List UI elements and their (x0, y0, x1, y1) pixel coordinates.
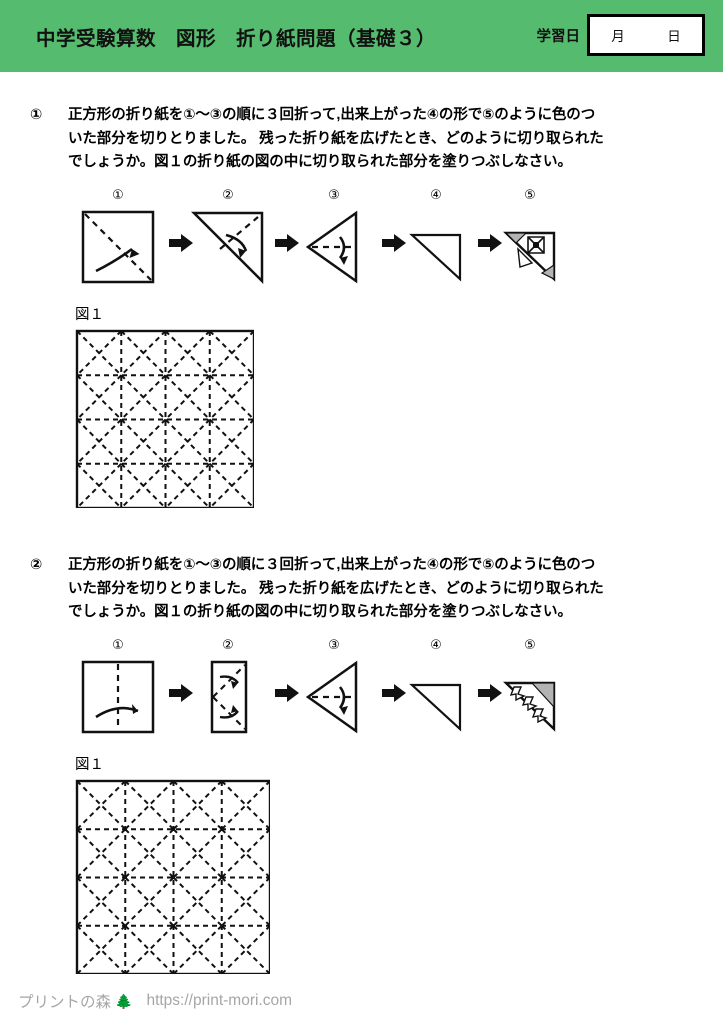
problem-2-step-4: ④ (388, 637, 484, 739)
problem-1-text-line-3: でしょうか。図１の折り紙の図の中に切り取られた部分を塗りつぶしなさい。 (68, 154, 572, 170)
problem-1-step-1: ① (70, 187, 166, 289)
problem-2-statement: ② 正方形の折り紙を①〜③の順に３回折って,出来上がった④の形で⑤のように色のつ… (0, 554, 723, 625)
site-url: https://print-mori.com (146, 992, 293, 1009)
problem-2-fold-sequence: ① ② (0, 637, 723, 745)
month-label: 月 (611, 29, 625, 44)
left-triangle-fold-icon (286, 205, 382, 289)
left-triangle-fold-icon (286, 655, 382, 739)
problem-2-figure-label: 図１ (75, 756, 104, 773)
problem-2: ② 正方形の折り紙を①〜③の順に３回折って,出来上がった④の形で⑤のように色のつ… (0, 554, 723, 974)
problem-2-step-1-label: ① (112, 636, 124, 652)
problem-1-step-5-label: ⑤ (524, 186, 536, 202)
shaded-triangle-b-icon (482, 655, 578, 739)
problem-2-step-1: ① (70, 637, 166, 739)
problem-2-step-5-label: ⑤ (524, 636, 536, 652)
date-input-box[interactable]: 月 日 (587, 14, 705, 56)
study-date-group: 学習日 月 日 (536, 14, 705, 56)
problem-1-arrow-3 (381, 229, 407, 257)
problem-2-text: 正方形の折り紙を①〜③の順に３回折って,出来上がった④の形で⑤のように色のつ い… (68, 554, 604, 625)
problem-2-text-line-1: 正方形の折り紙を①〜③の順に３回折って,出来上がった④の形で⑤のように色のつ (68, 557, 596, 573)
problem-1-statement: ① 正方形の折り紙を①〜③の順に３回折って,出来上がった④の形で⑤のように色のつ… (0, 104, 723, 175)
problem-2-arrow-1 (168, 679, 194, 707)
problem-2-figure: 図１ (0, 755, 723, 974)
problem-1-text-line-1: 正方形の折り紙を①〜③の順に３回折って,出来上がった④の形で⑤のように色のつ (68, 107, 596, 123)
problem-1-step-3: ③ (286, 187, 382, 289)
problem-2-text-line-2: いた部分を切りとりました。 残った折り紙を広げたとき、どのように切り取られた (68, 580, 604, 597)
problem-2-step-2: ② (180, 637, 276, 739)
problem-1-figure-label: 図１ (75, 306, 104, 323)
square-vertical-fold-icon (70, 655, 166, 739)
problem-2-arrow-3 (381, 679, 407, 707)
page-title: 中学受験算数 図形 折り紙問題（基礎３） (36, 27, 437, 50)
problem-1-text: 正方形の折り紙を①〜③の順に３回折って,出来上がった④の形で⑤のように色のつ い… (68, 104, 604, 175)
problem-2-arrow-2 (274, 679, 300, 707)
problem-1-answer-grid[interactable] (75, 329, 254, 508)
problem-2-number: ② (30, 557, 43, 573)
day-label: 日 (667, 29, 681, 44)
problem-2-text-line-3: でしょうか。図１の折り紙の図の中に切り取られた部分を塗りつぶしなさい。 (68, 604, 572, 620)
problem-1-step-5: ⑤ (482, 187, 578, 289)
problem-1-fold-sequence: ① ② (0, 187, 723, 295)
problem-2-step-3-label: ③ (328, 636, 340, 652)
problem-1-step-1-label: ① (112, 186, 124, 202)
problem-1-text-line-2: いた部分を切りとりました。 残った折り紙を広げたとき、どのように切り取られた (68, 130, 604, 147)
problem-2-step-3: ③ (286, 637, 382, 739)
problem-1-arrow-4 (477, 229, 503, 257)
problem-1-figure: 図１ (0, 305, 723, 508)
problem-1-number: ① (30, 107, 43, 123)
triangle-fold-icon (180, 205, 276, 289)
problem-2-step-4-label: ④ (430, 636, 442, 652)
page-header: 中学受験算数 図形 折り紙問題（基礎３） 学習日 月 日 (0, 0, 723, 72)
study-date-label: 学習日 (536, 28, 581, 45)
problem-1-arrow-1 (168, 229, 194, 257)
shaded-triangle-a-icon (482, 205, 578, 289)
tree-icon: 🌲 (115, 992, 133, 1009)
problem-1-step-2: ② (180, 187, 276, 289)
problem-2-arrow-4 (477, 679, 503, 707)
problem-1-step-3-label: ③ (328, 186, 340, 202)
page-footer: プリントの森 🌲 https://print-mori.com (18, 990, 292, 1012)
problem-1-step-4-label: ④ (430, 186, 442, 202)
problem-2-answer-grid[interactable] (75, 779, 270, 974)
problem-1-arrow-2 (274, 229, 300, 257)
square-diagonal-fold-icon (70, 205, 166, 289)
problem-1-step-4: ④ (388, 187, 484, 289)
problem-2-step-2-label: ② (222, 636, 234, 652)
problem-1: ① 正方形の折り紙を①〜③の順に３回折って,出来上がった④の形で⑤のように色のつ… (0, 104, 723, 508)
problem-2-step-5: ⑤ (482, 637, 578, 739)
rect-diagonal-fold-icon (180, 655, 276, 739)
problem-1-step-2-label: ② (222, 186, 234, 202)
brand-name: プリントの森 (18, 994, 112, 1011)
small-triangle-icon (388, 205, 484, 289)
small-triangle-icon (388, 655, 484, 739)
